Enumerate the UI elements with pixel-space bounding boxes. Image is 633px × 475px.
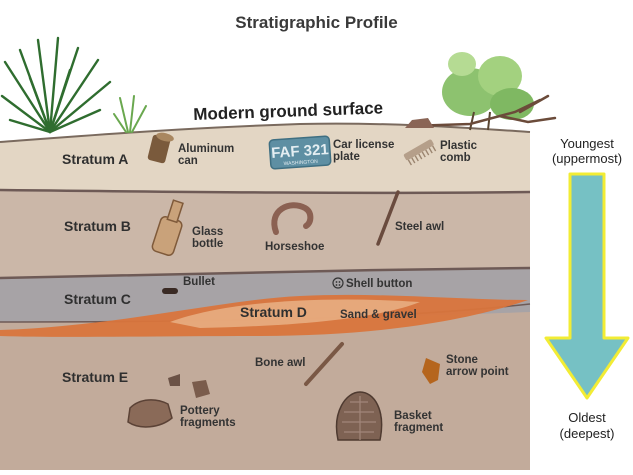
aluminum-can-icon — [147, 132, 174, 164]
stone-arrow-point-label: Stone arrow point — [446, 354, 509, 379]
car-license-plate-label: Car license plate — [333, 139, 395, 164]
horseshoe-label: Horseshoe — [265, 241, 325, 253]
shrub-icon — [442, 52, 534, 131]
stratum-b-layer — [0, 188, 530, 278]
steel-awl-label: Steel awl — [395, 221, 445, 233]
dead-branch-icon — [408, 94, 557, 128]
plastic-comb-label: Plastic comb — [440, 140, 478, 165]
license-plate-state: WASHINGTON — [284, 159, 319, 167]
shell-button-label: Shell button — [346, 278, 413, 290]
time-arrow — [544, 172, 630, 400]
pottery-fragments-icon — [127, 374, 210, 428]
stratum-e-label: Stratum E — [62, 369, 129, 385]
stratum-d-label: Stratum D — [240, 304, 307, 320]
oldest-sublabel: (deepest) — [559, 426, 615, 441]
stratum-a-label: Stratum A — [62, 151, 129, 167]
ground-surface-line — [0, 122, 531, 143]
basket-fragment-icon — [335, 391, 383, 441]
glass-bottle-icon — [151, 199, 184, 256]
bone-awl-label: Bone awl — [255, 357, 306, 369]
youngest-label: Youngest — [560, 136, 614, 151]
bone-awl-icon — [304, 342, 344, 386]
license-plate-text: FAF 321 — [271, 141, 330, 162]
stone-arrow-point-icon — [422, 358, 440, 384]
license-plate-icon — [268, 135, 332, 170]
stratum-a-layer — [0, 123, 530, 193]
aluminum-can-label: Aluminum can — [178, 143, 235, 168]
bullet-icon — [162, 288, 178, 294]
basket-fragment-label: Basket fragment — [394, 410, 444, 435]
horseshoe-icon — [271, 202, 314, 235]
shell-button-icon — [332, 277, 344, 289]
youngest-sublabel: (uppermost) — [551, 151, 623, 166]
steel-awl-icon — [376, 190, 400, 246]
grass-icon — [113, 95, 147, 133]
sand-gravel-label: Sand & gravel — [340, 309, 417, 321]
stratum-e-layer — [0, 302, 530, 470]
boundary-a-b — [0, 188, 531, 195]
oldest-label: Oldest — [568, 410, 606, 425]
yucca-plant-icon — [0, 36, 112, 134]
bullet-label: Bullet — [183, 276, 215, 288]
stratum-b-label: Stratum B — [64, 218, 131, 234]
pottery-fragments-label: Pottery fragments — [180, 405, 236, 430]
stratum-d-highlight — [170, 299, 420, 328]
plastic-comb-icon — [403, 139, 437, 166]
stratum-c-label: Stratum C — [64, 291, 131, 307]
diagram-title: Stratigraphic Profile — [235, 13, 398, 32]
glass-bottle-label: Glass bottle — [192, 226, 224, 251]
boundary-b-c — [0, 266, 531, 280]
rock-icon — [405, 118, 434, 128]
